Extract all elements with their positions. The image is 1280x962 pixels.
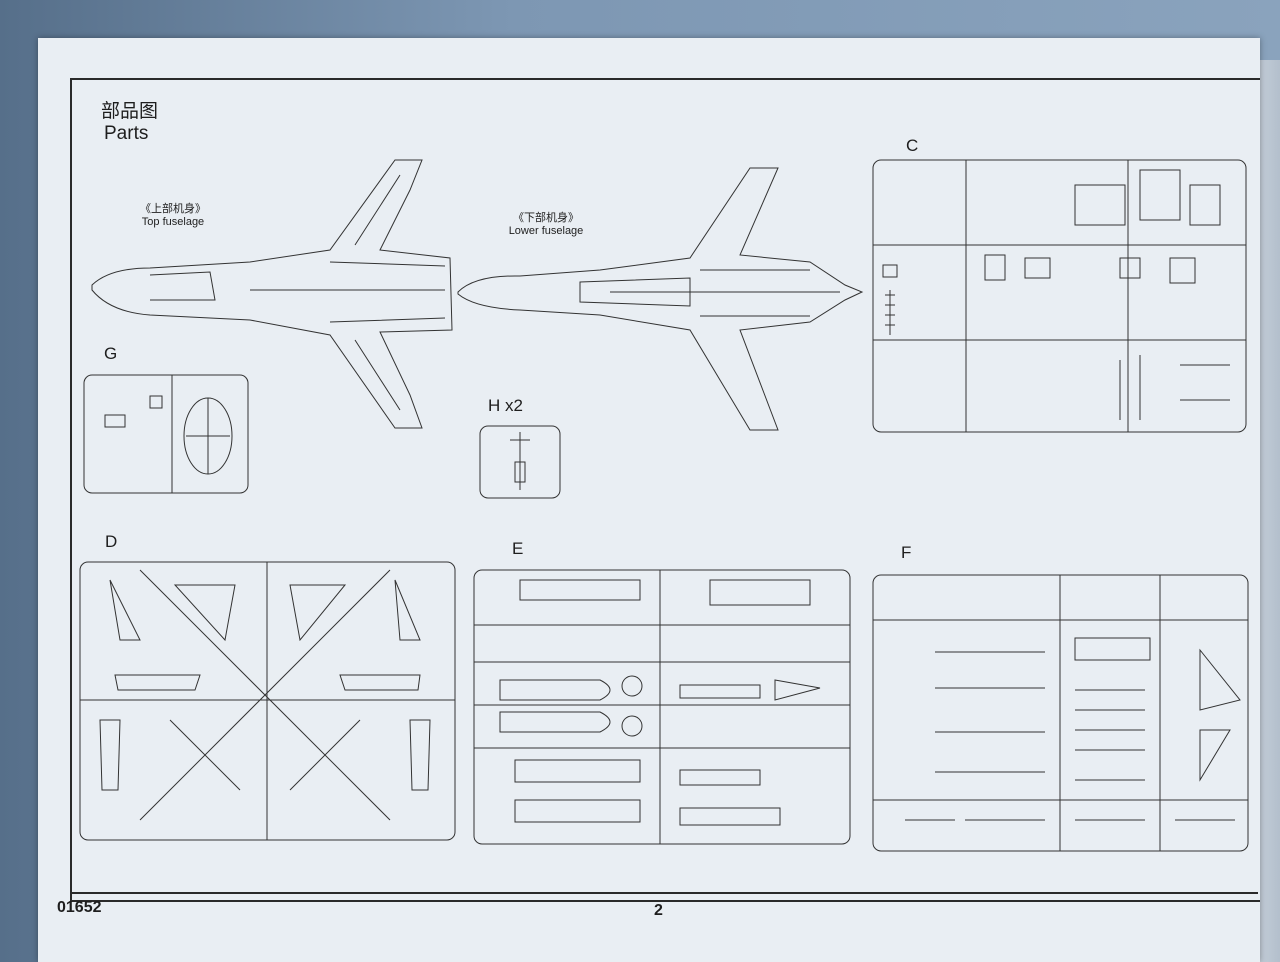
sprue-f-drawing (872, 574, 1249, 852)
top-fuselage-caption-en: Top fuselage (141, 216, 205, 228)
instruction-sheet (38, 38, 1260, 962)
product-code: 01652 (57, 899, 102, 916)
sprue-f-label: F (901, 543, 912, 562)
lower-fuselage-drawing (457, 167, 864, 431)
lower-fuselage-caption-en: Lower fuselage (508, 225, 584, 237)
sprue-e-label: E (512, 539, 524, 558)
sprue-c-drawing (872, 159, 1247, 433)
sprue-g-drawing (83, 374, 249, 494)
page-frame-bottom (70, 892, 1258, 894)
top-fuselage-drawing (91, 159, 453, 429)
sprue-d-label: D (105, 532, 118, 551)
sprue-h-drawing (479, 425, 561, 499)
sprue-d-drawing (79, 561, 456, 841)
title-chinese: 部品图 (101, 101, 159, 122)
lower-fuselage-caption-cn: 《下部机身》 (513, 212, 579, 224)
page-number: 2 (654, 902, 663, 919)
title-english: Parts (104, 123, 149, 144)
sprue-e-drawing (473, 569, 851, 845)
sprue-h-label: H x2 (488, 396, 523, 415)
sprue-g-label: G (104, 344, 118, 363)
page-frame (70, 78, 1260, 902)
top-fuselage-caption-cn: 《上部机身》 (140, 203, 206, 215)
sprue-c-label: C (906, 136, 919, 155)
top-fuselage-caption: 《上部机身》 Top fuselage (128, 203, 218, 229)
lower-fuselage-caption: 《下部机身》 Lower fuselage (498, 212, 594, 238)
